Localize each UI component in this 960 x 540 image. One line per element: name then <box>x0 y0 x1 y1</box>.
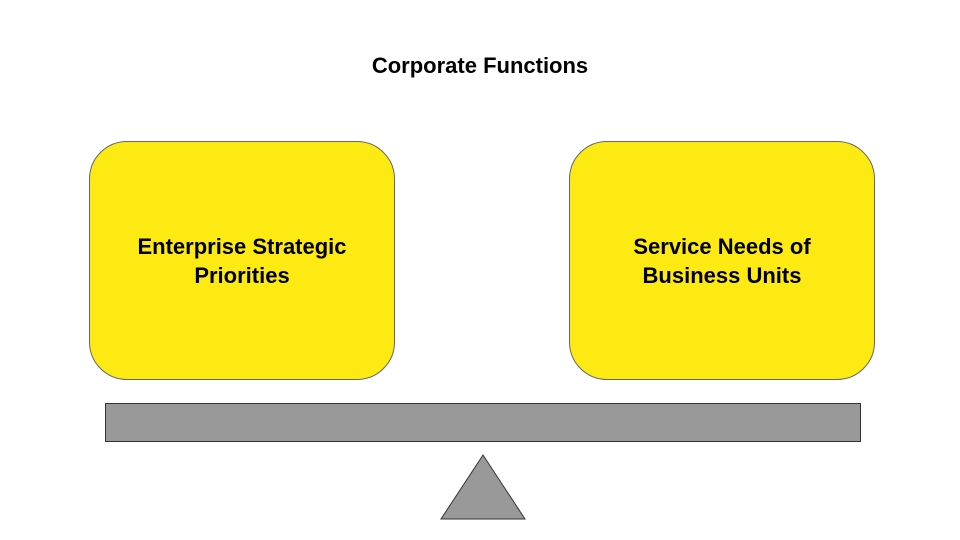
enterprise-priorities-label: Enterprise Strategic Priorities <box>137 233 347 288</box>
fulcrum-shape <box>440 454 526 520</box>
enterprise-priorities-box: Enterprise Strategic Priorities <box>89 141 395 380</box>
diagram-title: Corporate Functions <box>371 53 589 78</box>
business-unit-needs-label: Service Needs of Business Units <box>633 233 811 288</box>
balance-beam <box>105 403 861 442</box>
business-unit-needs-box: Service Needs of Business Units <box>569 141 875 380</box>
fulcrum-triangle <box>440 454 526 520</box>
